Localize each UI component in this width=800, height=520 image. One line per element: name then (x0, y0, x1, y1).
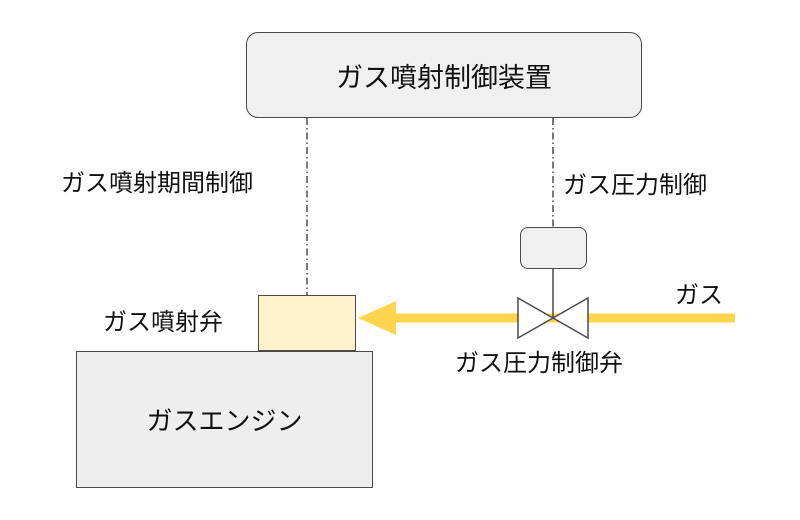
gas-injector (258, 295, 356, 351)
gas-engine: ガスエンジン (76, 351, 373, 488)
gas-flow-arrowhead (358, 301, 396, 335)
valve-actuator (520, 227, 587, 269)
injector-label: ガス噴射弁 (103, 308, 223, 336)
pressure-control-label: ガス圧力制御 (563, 171, 707, 199)
engine-label: ガスエンジン (146, 407, 303, 437)
controller-label: ガス噴射制御装置 (336, 62, 552, 94)
gas-injection-controller: ガス噴射制御装置 (246, 32, 642, 118)
injection-period-label: ガス噴射期間制御 (61, 169, 253, 197)
valve-label: ガス圧力制御弁 (455, 349, 623, 377)
valve-icon (517, 296, 589, 340)
gas-label: ガス (675, 281, 723, 309)
